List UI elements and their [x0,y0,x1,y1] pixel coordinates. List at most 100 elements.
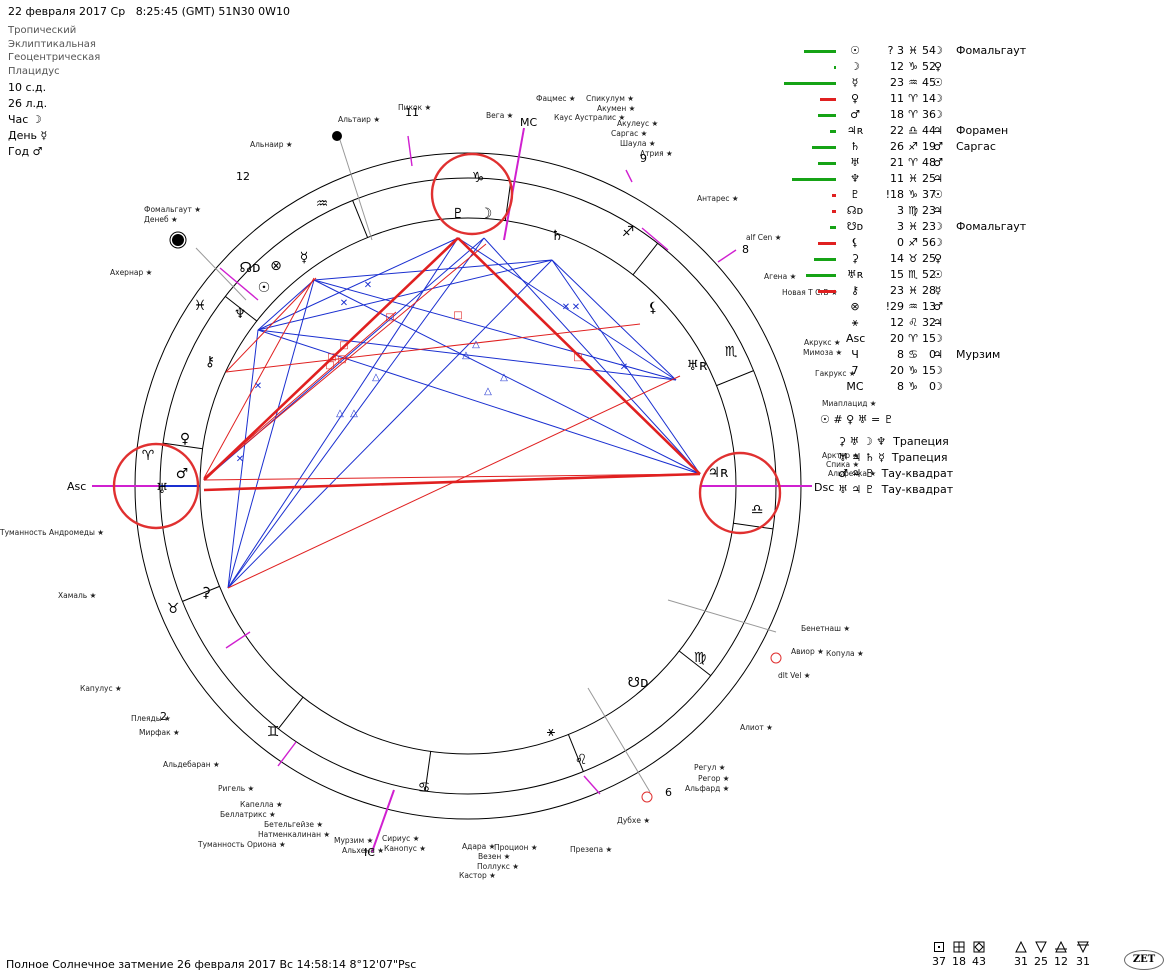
planet-glyph: ♅ʀ [846,268,864,281]
header-weekday: Ср [110,5,126,18]
strength-bar [832,194,836,197]
planet-glyph[interactable]: ♆ [234,306,247,322]
minutes: 52 [922,60,936,73]
planet-glyph: ☊ᴅ [846,204,864,217]
fixed-star-label: Капулус ★ [80,684,122,693]
header-coords: 51N30 0W10 [218,5,290,18]
degree: 14 [890,252,904,265]
diamond-icon [973,941,985,953]
planet-glyph[interactable]: ♅ [156,481,169,497]
planet-glyph[interactable]: ☽ [480,206,493,222]
minutes: 28 [922,284,936,297]
chart-settings: Тропический Эклиптикальная Геоцентрическ… [8,24,100,78]
stat-triangle-up: 31 [1010,941,1032,968]
svg-text:△: △ [500,372,508,383]
zodiac-sign-glyph: ♋ [418,780,431,796]
fixed-star-label: Каус Аустралис ★ [554,113,625,122]
planet-glyph[interactable]: ⚷ [205,354,215,370]
fixed-star-label: Агена ★ [764,272,797,281]
degree: 3 [897,204,904,217]
ruler-glyph: ☉ [933,76,943,89]
planet-glyph: ♀ [850,92,860,105]
planet-glyph[interactable]: ♅ʀ [687,358,709,374]
planet-glyph[interactable]: ☊ᴅ [240,260,261,276]
ruler-glyph: ♃ [933,172,943,185]
degree: 11 [890,172,904,185]
sign-divider [277,696,304,730]
planet-glyph[interactable]: ♂ [176,466,189,482]
degree: 26 [890,140,904,153]
zodiac-sign-glyph: ♈ [142,448,155,464]
triangle-down-line-icon [1077,941,1089,953]
ruler-glyph: ☉ [933,188,943,201]
ruler-glyph: ☽ [933,44,943,57]
minutes: 13 [922,300,936,313]
sign-divider [224,295,258,322]
svg-text:✕: ✕ [236,454,244,465]
fixed-star-label: Туманность Андромеды ★ [0,528,104,537]
strength-bar [812,146,836,149]
svg-text:□: □ [337,354,346,365]
aspect-configurations: ⚳ ♅ ☽ ♆ Трапеция ♅ ♃ ♄ ☿ Трапеция ♂ ♃ ♇ … [838,434,953,498]
sign-glyph: ♓ [908,44,918,57]
planet-glyph[interactable]: ☋ᴅ [628,675,649,691]
fixed-star-label: Акулеус ★ [617,119,658,128]
sign-dividers [162,180,774,792]
period-row: 26 л.д. [8,97,48,110]
fixed-star-label: Альфард ★ [685,784,730,793]
planet-glyph: MC [846,380,864,393]
fixed-star-label: dlt Vel ★ [778,671,811,680]
zodiac-sign-glyph: ♓ [194,298,207,314]
sign-glyph: ♏ [908,268,918,281]
ruler-glyph: ☽ [933,220,943,233]
fixed-star-label: Альдебаран ★ [163,760,220,769]
strength-bar [792,178,836,181]
sign-glyph: ♒ [908,76,918,89]
aspect-lines-red [203,237,701,589]
minutes: 0 [929,380,936,393]
planet-glyph: ⚳ [850,252,860,265]
zodiac-sign-glyph: ♒ [316,196,329,212]
planet-glyph[interactable]: ♄ [551,228,564,244]
degree: 20 [890,332,904,345]
planet-glyph[interactable]: ☿ [300,250,309,266]
sign-divider [424,751,432,792]
sign-glyph: ♈ [908,332,918,345]
degree: ? 3 [887,44,904,57]
planet-glyph[interactable]: ☉ [258,280,271,296]
fixed-star-label: Альнаир ★ [250,140,293,149]
planet-glyph[interactable]: ♀ [180,431,190,447]
degree: 23 [890,76,904,89]
dsc-label: Dsc [814,481,834,494]
fixed-star-label: Мурзим ★ [334,836,374,845]
fixed-star-label: Вега ★ [486,111,514,120]
planet-glyph[interactable]: ⚹ [547,724,556,740]
planet-glyph[interactable]: ⚳ [201,585,211,601]
strength-bar [830,226,836,229]
svg-text:✕: ✕ [562,302,570,313]
planet-glyph[interactable]: ♃ʀ [708,465,730,481]
planet-glyph[interactable]: ⊗ [270,258,282,274]
sign-glyph: ♒ [908,300,918,313]
stat-value: 31 [1076,955,1090,968]
ruler-glyph: ☽ [933,364,943,377]
ruler-glyph: ♂ [933,156,943,169]
minutes: 32 [922,316,936,329]
degree: 20 [890,364,904,377]
sign-glyph: ♑ [908,188,918,201]
planet-glyph: ☽ [850,60,860,73]
sign-glyph: ♑ [908,380,918,393]
planet-glyph[interactable]: ♇ [452,206,465,222]
fixed-star-label: Ригель ★ [218,784,255,793]
planet-glyph: ⚹ [851,316,859,329]
planet-glyph[interactable]: ⚸ [648,300,658,316]
fixed-star-label: Поллукс ★ [477,862,519,871]
house-number: 6 [665,786,672,799]
minutes: 44 [922,124,936,137]
svg-text:□: □ [453,310,462,321]
degree: !18 [885,188,904,201]
fixed-star-label: Натменкалинан ★ [258,830,330,839]
svg-text:□: □ [327,352,336,363]
triangle-down-icon [1035,941,1047,953]
